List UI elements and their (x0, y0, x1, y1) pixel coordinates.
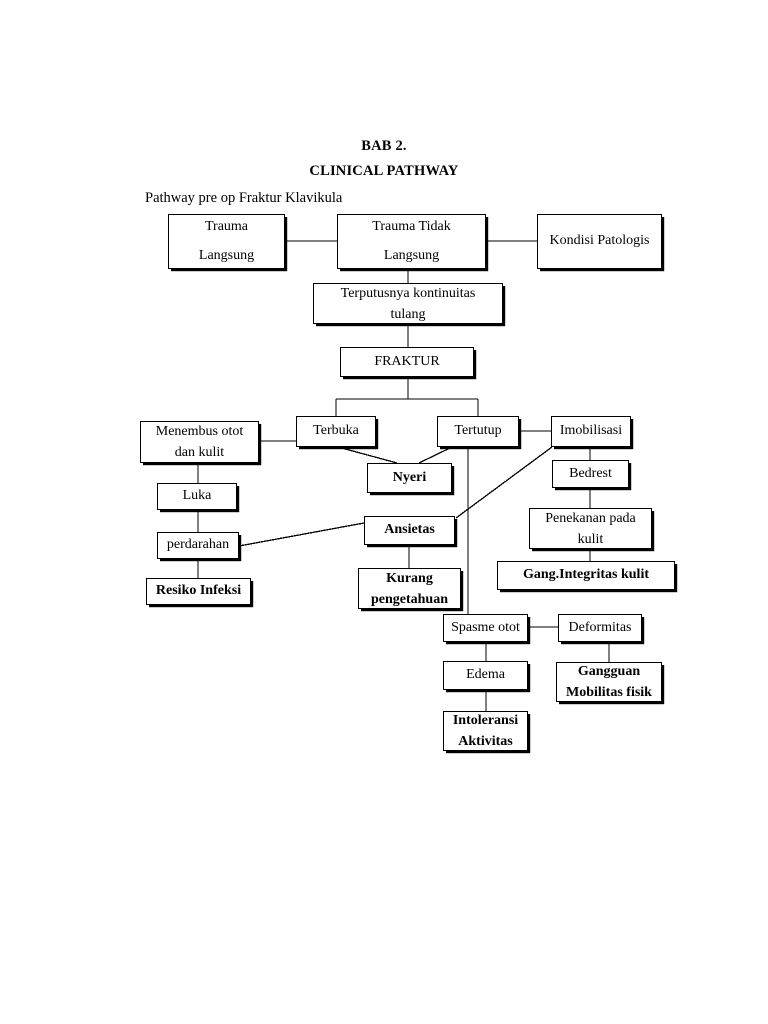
page-subtitle: Pathway pre op Fraktur Klavikula (145, 190, 343, 206)
node-label: Terputusnya kontinuitas tulang (340, 285, 476, 322)
node-label: Gang.Integritas kulit (522, 567, 649, 583)
node-label: Penekanan pada kulit (545, 510, 636, 547)
node-terputusnya-kontinuitas[interactable]: Terputusnya kontinuitas tulang (313, 283, 503, 324)
node-trauma-langsung[interactable]: Trauma Langsung (168, 214, 285, 269)
node-label: Luka (182, 488, 212, 504)
node-ansietas[interactable]: Ansietas (364, 516, 455, 545)
node-label: Ansietas (384, 522, 435, 538)
node-label: Kondisi Patologis (549, 233, 650, 249)
node-label: Imobilisasi (559, 423, 623, 439)
node-resiko-infeksi[interactable]: Resiko Infeksi (146, 578, 251, 605)
node-kondisi-patologis[interactable]: Kondisi Patologis (537, 214, 662, 269)
node-label: Trauma Langsung (198, 218, 255, 263)
node-edema[interactable]: Edema (443, 661, 528, 690)
node-penekanan-pada-kulit[interactable]: Penekanan pada kulit (529, 508, 652, 549)
page-heading-chapter: BAB 2. (361, 138, 407, 154)
edge-tertutup-to-nyeri (418, 446, 453, 464)
node-intoleransi-aktivitas[interactable]: Intoleransi Aktivitas (443, 711, 528, 751)
node-gang-integritas-kulit[interactable]: Gang.Integritas kulit (497, 561, 675, 590)
node-label: Kurang pengetahuan (370, 570, 449, 607)
node-label: Intoleransi Aktivitas (452, 713, 519, 749)
node-label: perdarahan (166, 537, 230, 553)
node-tertutup[interactable]: Tertutup (437, 416, 519, 447)
node-gangguan-mobilitas-fisik[interactable]: Gangguan Mobilitas fisik (556, 662, 662, 702)
edge-terbuka-to-nyeri (337, 446, 398, 464)
node-label: Deformitas (568, 619, 632, 635)
node-label: Edema (466, 667, 505, 683)
node-nyeri[interactable]: Nyeri (367, 463, 452, 493)
node-label: Terbuka (313, 423, 359, 439)
node-menembus-otot-dan-kulit[interactable]: Menembus otot dan kulit (140, 421, 259, 463)
node-label: FRAKTUR (374, 353, 440, 369)
node-kurang-pengetahuan[interactable]: Kurang pengetahuan (358, 568, 461, 609)
node-label: Trauma Tidak Langsung (372, 218, 451, 263)
node-label: Spasme otot (451, 619, 520, 635)
node-terbuka[interactable]: Terbuka (296, 416, 376, 447)
node-bedrest[interactable]: Bedrest (552, 460, 629, 488)
node-label: Nyeri (392, 469, 427, 485)
node-label: Menembus otot dan kulit (155, 424, 244, 460)
node-label: Gangguan Mobilitas fisik (566, 664, 652, 700)
node-fraktur[interactable]: FRAKTUR (340, 347, 474, 377)
node-label: Resiko Infeksi (155, 583, 242, 599)
node-label: Tertutup (454, 423, 502, 439)
node-perdarahan[interactable]: perdarahan (157, 532, 239, 559)
node-deformitas[interactable]: Deformitas (558, 614, 642, 642)
edge-imobilisasi-to-ansietas (455, 446, 553, 519)
node-trauma-tidak-langsung[interactable]: Trauma Tidak Langsung (337, 214, 486, 269)
node-label: Bedrest (569, 465, 612, 481)
node-imobilisasi[interactable]: Imobilisasi (551, 416, 631, 447)
edge-perdarahan-to-ansietas (238, 522, 365, 547)
page-heading-title: CLINICAL PATHWAY (309, 163, 459, 179)
node-luka[interactable]: Luka (157, 483, 237, 510)
node-spasme-otot[interactable]: Spasme otot (443, 614, 528, 642)
